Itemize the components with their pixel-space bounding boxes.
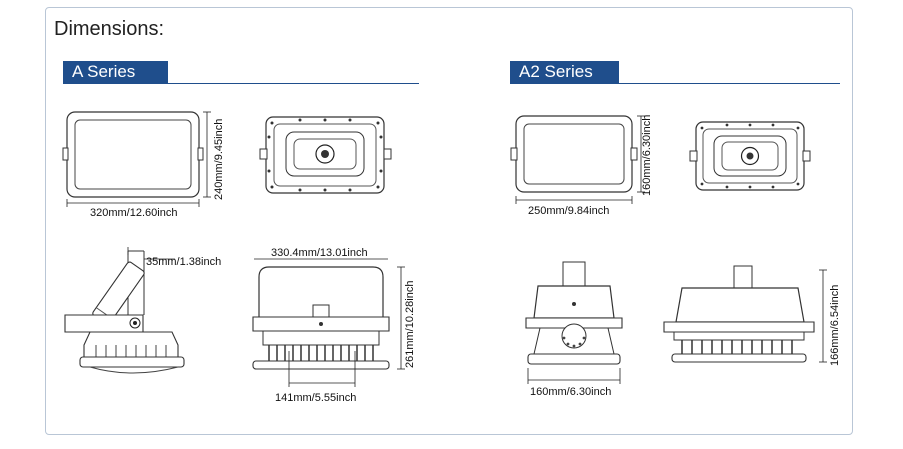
a-bracket-label: 35mm/1.38inch <box>146 256 222 268</box>
a2-series-front-view <box>508 112 658 207</box>
a-series-side-view <box>60 245 210 380</box>
a-side-width-label: 330.4mm/13.01inch <box>271 247 368 259</box>
a2-side-width-label: 160mm/6.30inch <box>530 386 612 398</box>
a2-series-side-view <box>518 258 636 398</box>
a-side-height-label: 261mm/10.28inch <box>404 280 416 368</box>
series-tab-a: A Series <box>63 61 168 83</box>
a2-series-back-view <box>690 120 812 195</box>
series-a-underline <box>63 83 419 84</box>
a-mount-width-label: 141mm/5.55inch <box>275 392 357 404</box>
a-front-width-label: 320mm/12.60inch <box>90 207 178 219</box>
a-front-height-label: 240mm/9.45inch <box>213 118 225 200</box>
a-series-mount-view <box>245 255 410 390</box>
a2-front-width-label: 250mm/9.84inch <box>528 205 610 217</box>
series-tab-a2: A2 Series <box>510 61 619 83</box>
a-series-back-view <box>260 115 392 197</box>
series-a2-underline <box>510 83 840 84</box>
a-series-front-view <box>62 110 212 215</box>
a2-front-height-label: 160mm/6.30inch <box>641 114 653 196</box>
page-title: Dimensions: <box>54 18 165 40</box>
a2-series-end-view <box>660 262 835 372</box>
a2-side-height-label: 166mm/6.54inch <box>829 284 841 366</box>
